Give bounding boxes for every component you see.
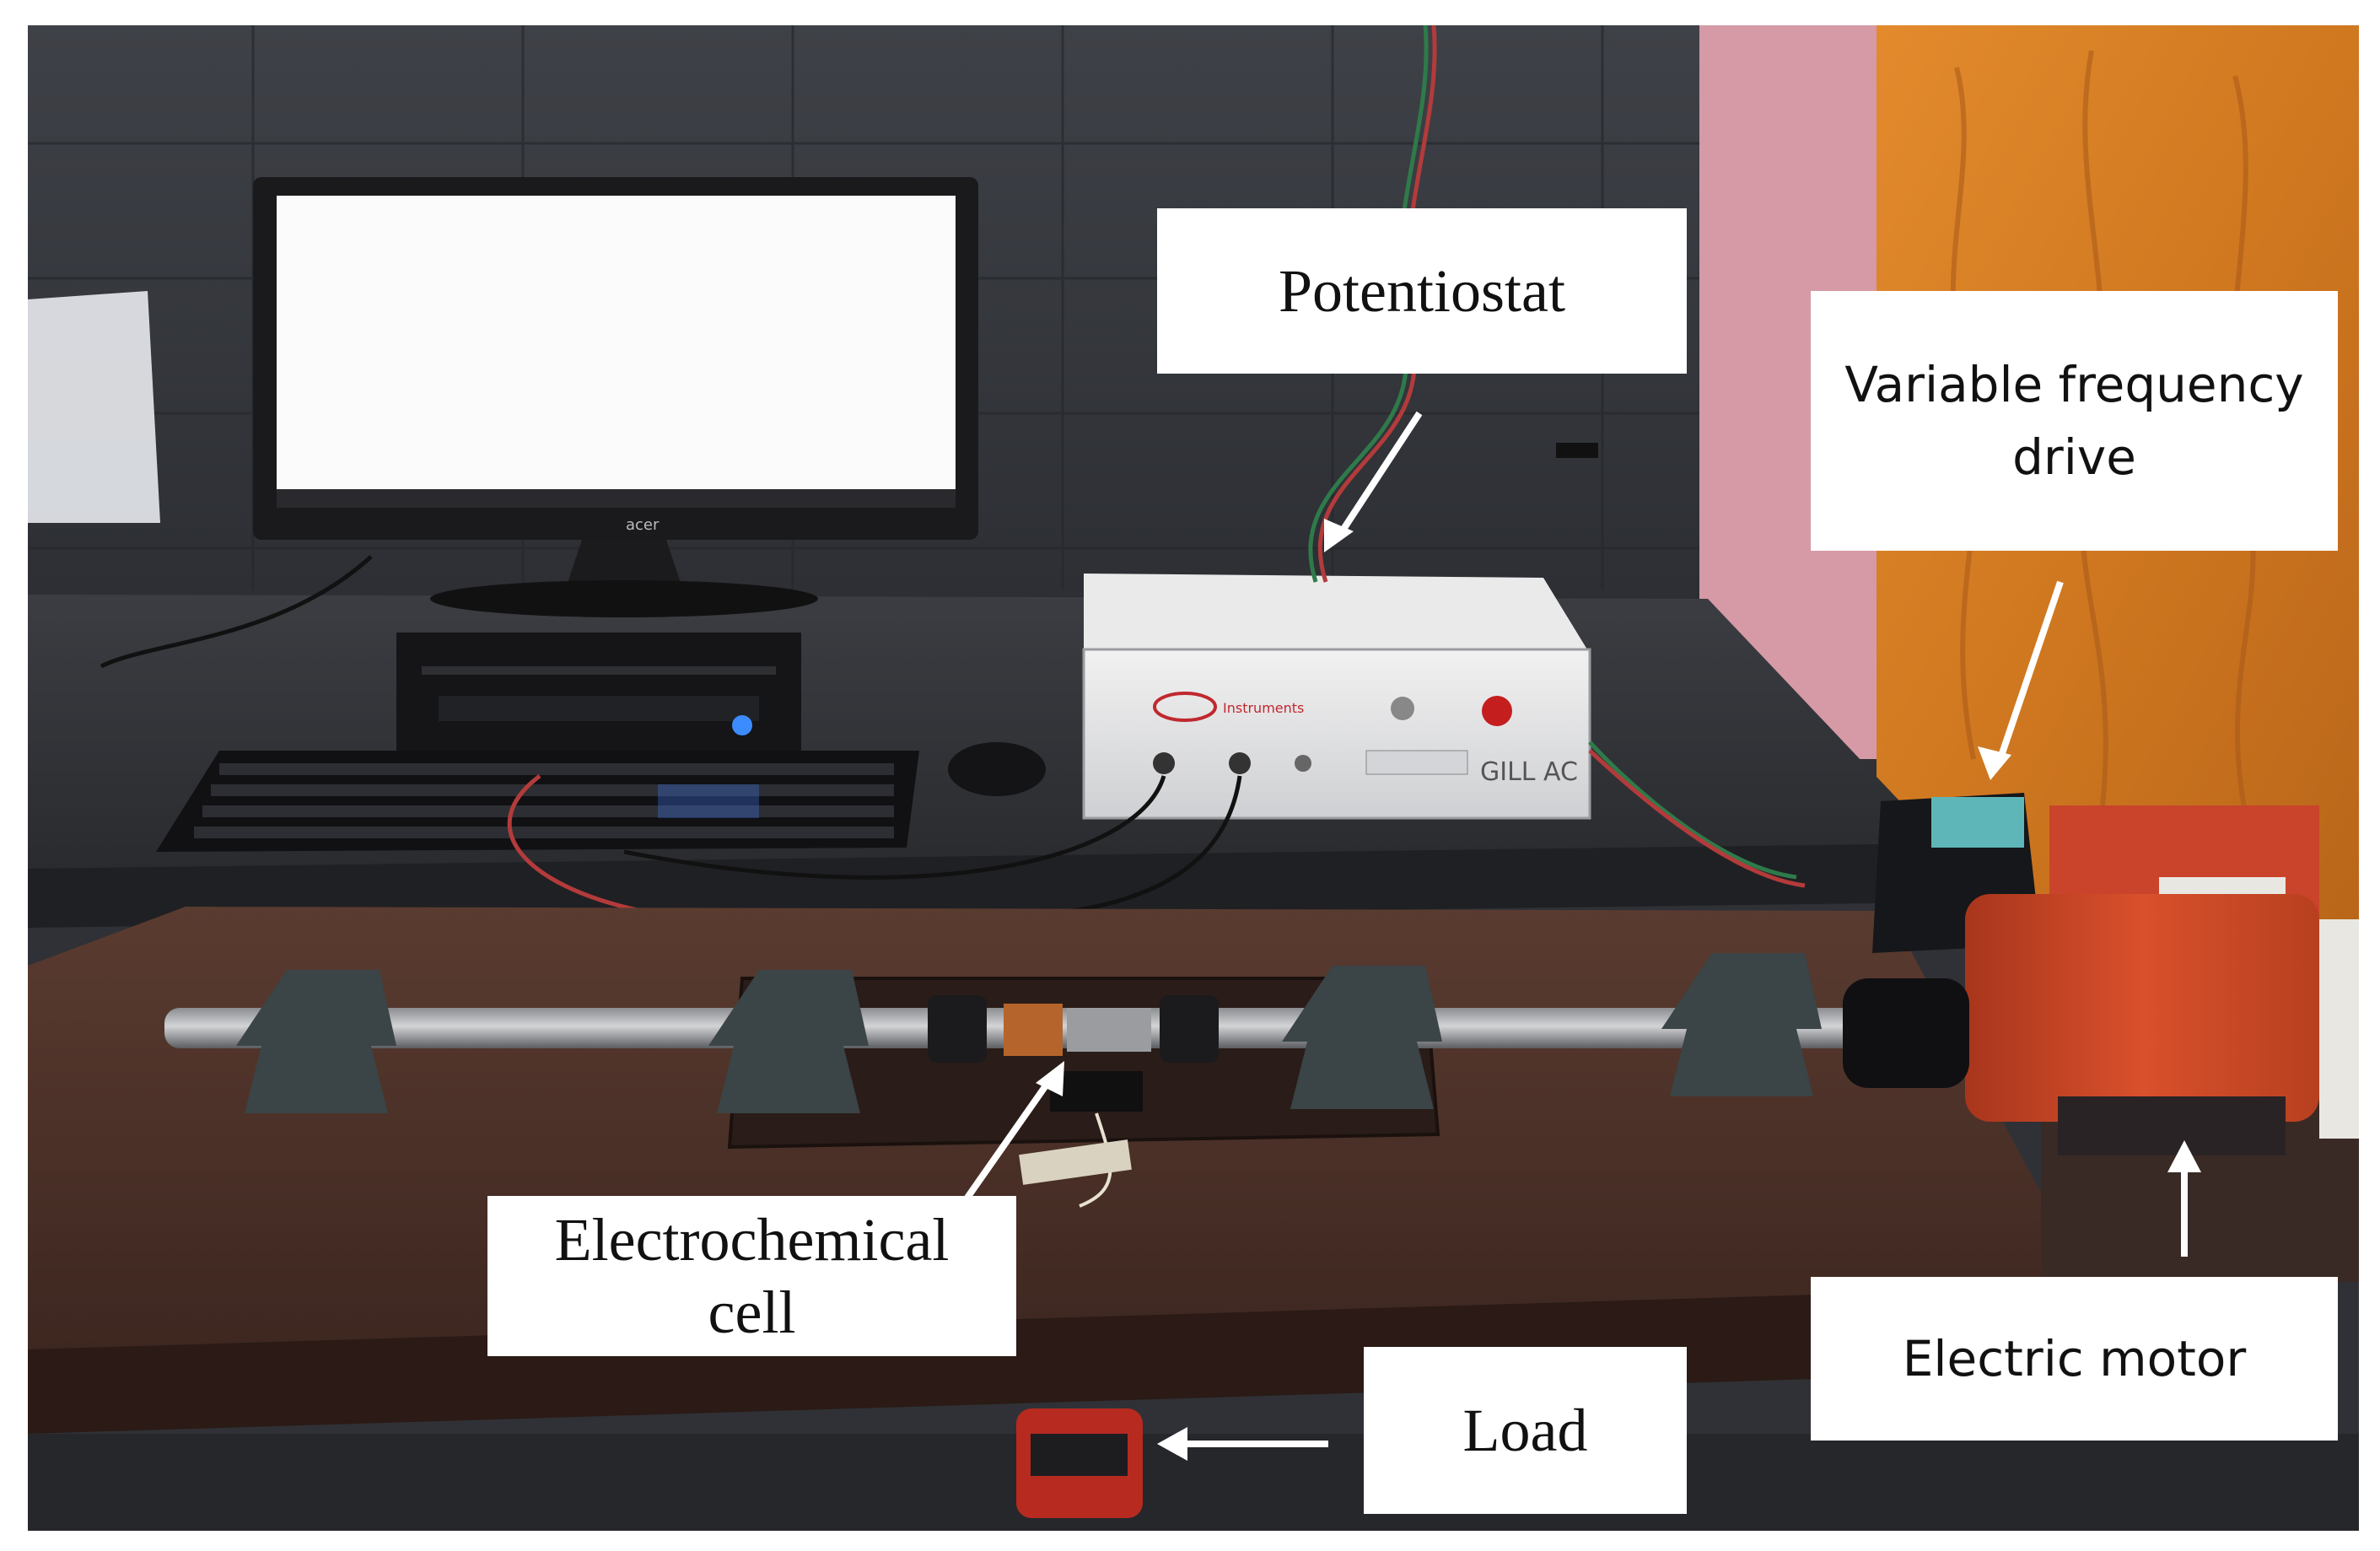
label-electric-motor: Electric motor [1811, 1277, 2338, 1441]
electric-motor [1843, 805, 2359, 1155]
pink-wall [1699, 25, 1893, 759]
label-load-text: Load [1462, 1397, 1588, 1464]
monitor: acer [253, 177, 978, 617]
label-electric-motor-text: Electric motor [1902, 1330, 2247, 1387]
mouse [948, 742, 1046, 796]
label-potentiostat: Potentiostat [1157, 208, 1687, 374]
label-electrochemical-cell: Electrochemical cell [487, 1196, 1016, 1356]
label-vfd-line2: drive [2012, 428, 2136, 486]
paper-sheet [28, 291, 160, 523]
label-cell-line2: cell [708, 1279, 796, 1346]
arrows [964, 411, 2201, 1461]
label-vfd-line1: Variable frequency [1844, 356, 2304, 413]
label-cell-line1: Electrochemical [554, 1206, 950, 1274]
monitor-logo: acer [626, 516, 660, 534]
label-variable-frequency-drive: Variable frequency drive [1811, 291, 2338, 551]
label-load: Load [1364, 1347, 1687, 1514]
couplings [928, 995, 1219, 1063]
bearings [236, 953, 1822, 1113]
potentiostat-model: GILL AC [1480, 757, 1578, 787]
cpu-tower [396, 633, 801, 751]
keyboard [156, 751, 919, 852]
load-cell [1016, 1408, 1143, 1518]
potentiostat-brand: Instruments [1223, 700, 1304, 716]
label-potentiostat-text: Potentiostat [1279, 257, 1565, 325]
cell-holder [1050, 1071, 1143, 1112]
potentiostat-unit: Instruments GILL AC [1082, 574, 1591, 820]
